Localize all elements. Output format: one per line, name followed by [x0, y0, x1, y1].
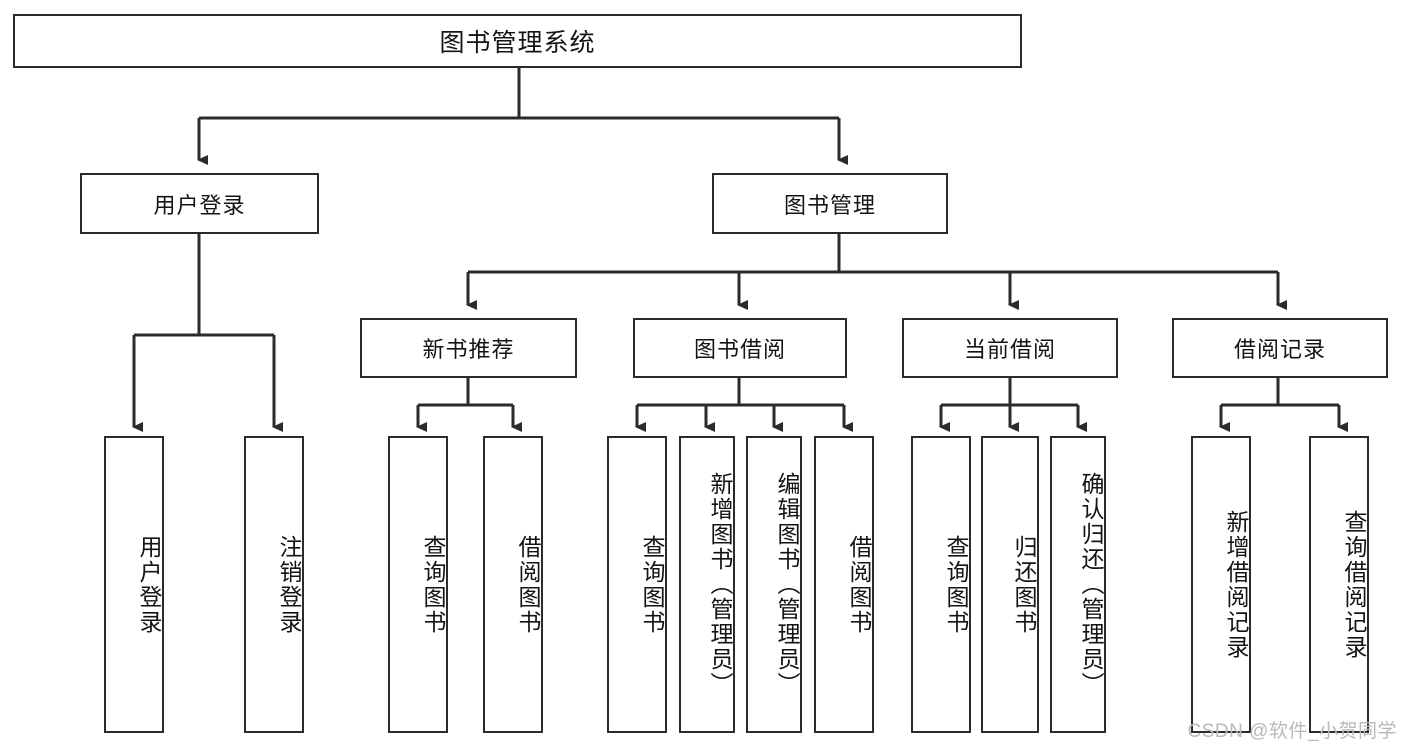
node-label: 借阅记录 [1233, 337, 1326, 362]
node-label: 新书推荐 [422, 337, 515, 362]
node-label: 查询图书 [639, 534, 665, 635]
node-book-management[interactable]: 图书管理 [712, 173, 948, 234]
csdn-watermark: CSDN @软件_小贺同学 [1187, 721, 1397, 742]
node-root-book-management-system[interactable]: 图书管理系统 [13, 14, 1022, 68]
node-book-borrow[interactable]: 图书借阅 [633, 318, 847, 378]
leaf-book-borrow-edit-book-admin[interactable]: 编辑图书（管理员） [746, 436, 802, 733]
node-label: 查询图书 [943, 534, 969, 635]
node-user-login[interactable]: 用户登录 [80, 173, 319, 234]
node-label: 用户登录 [153, 192, 246, 218]
node-label: 确认归还（管理员） [1078, 472, 1104, 697]
leaf-borrow-record-query-record[interactable]: 查询借阅记录 [1309, 436, 1369, 733]
node-label: 图书管理 [783, 192, 876, 218]
node-borrow-record[interactable]: 借阅记录 [1172, 318, 1388, 378]
node-label: 借阅图书 [846, 534, 872, 635]
node-label: 借阅图书 [515, 534, 541, 635]
node-new-book-recommend[interactable]: 新书推荐 [360, 318, 577, 378]
node-label: 查询借阅记录 [1341, 509, 1367, 660]
node-label: 查询图书 [420, 534, 446, 635]
leaf-borrow-record-add-record[interactable]: 新增借阅记录 [1191, 436, 1251, 733]
leaf-current-borrow-query-books[interactable]: 查询图书 [911, 436, 971, 733]
node-current-borrow[interactable]: 当前借阅 [902, 318, 1118, 378]
node-label: 当前借阅 [963, 337, 1056, 362]
leaf-book-borrow-borrow-books[interactable]: 借阅图书 [814, 436, 874, 733]
node-label: 归还图书 [1011, 534, 1037, 635]
leaf-book-borrow-query-books[interactable]: 查询图书 [607, 436, 667, 733]
node-label: 编辑图书（管理员） [774, 472, 800, 697]
leaf-user-login-sign-in[interactable]: 用户登录 [104, 436, 164, 733]
node-label: 图书借阅 [693, 337, 786, 362]
leaf-new-book-borrow-books[interactable]: 借阅图书 [483, 436, 543, 733]
leaf-user-login-sign-out[interactable]: 注销登录 [244, 436, 304, 733]
leaf-current-borrow-return-books[interactable]: 归还图书 [981, 436, 1039, 733]
leaf-book-borrow-add-book-admin[interactable]: 新增图书（管理员） [679, 436, 735, 733]
node-label: 用户登录 [136, 534, 162, 635]
node-label: 注销登录 [276, 534, 302, 635]
leaf-current-borrow-confirm-return-admin[interactable]: 确认归还（管理员） [1050, 436, 1106, 733]
node-label: 图书管理系统 [439, 29, 596, 57]
node-label: 新增图书（管理员） [707, 472, 733, 697]
leaf-new-book-query-books[interactable]: 查询图书 [388, 436, 448, 733]
node-label: 新增借阅记录 [1223, 509, 1249, 660]
